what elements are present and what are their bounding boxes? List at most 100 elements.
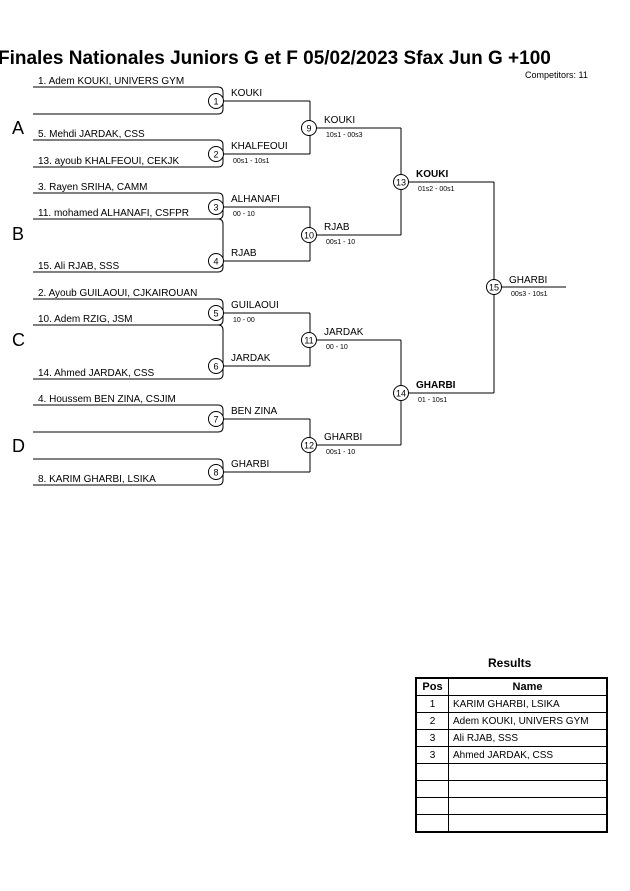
match-7-winner: BEN ZINA bbox=[231, 406, 277, 417]
match-11-winner: JARDAK bbox=[324, 327, 364, 338]
match-2-circle bbox=[208, 146, 224, 162]
competitor-5-bottom: 10. Adem RZIG, JSM bbox=[38, 314, 132, 325]
match-2-winner: KHALFEOUI bbox=[231, 141, 288, 152]
table-row bbox=[415, 780, 608, 798]
result-name: Adem KOUKI, UNIVERS GYM bbox=[448, 712, 608, 730]
competitor-4-bottom: 15. Ali RJAB, SSS bbox=[38, 261, 119, 272]
results-header-row: Pos Name bbox=[415, 677, 608, 696]
match-13-winner: KOUKI bbox=[416, 169, 448, 180]
competitor-1-top: 1. Adem KOUKI, UNIVERS GYM bbox=[38, 76, 184, 87]
match-10-score: 00s1 - 10 bbox=[326, 239, 355, 246]
match-15-winner: GHARBI bbox=[509, 275, 547, 286]
competitor-3-top: 3. Rayen SRIHA, CAMM bbox=[38, 182, 147, 193]
match-2-score: 00s1 - 10s1 bbox=[233, 158, 270, 165]
match-9-winner: KOUKI bbox=[324, 115, 355, 126]
match-4-number: 4 bbox=[213, 257, 218, 267]
table-row bbox=[415, 797, 608, 815]
match-12-number: 12 bbox=[304, 441, 314, 451]
result-name bbox=[448, 763, 608, 781]
match-1-circle bbox=[208, 93, 224, 109]
match-1-number: 1 bbox=[213, 97, 218, 107]
match-11-number: 11 bbox=[304, 336, 313, 346]
match-6-circle bbox=[208, 358, 224, 374]
match-2-number: 2 bbox=[213, 150, 218, 160]
page-title: Finales Nationales Juniors G et F 05/02/… bbox=[0, 48, 551, 69]
match-5-number: 5 bbox=[213, 309, 218, 319]
competitor-3-bottom: 11. mohamed ALHANAFI, CSFPR bbox=[38, 208, 189, 219]
result-pos bbox=[415, 780, 449, 798]
competitor-8-bottom: 8. KARIM GHARBI, LSIKA bbox=[38, 474, 156, 485]
match-7-number: 7 bbox=[213, 415, 218, 425]
competitor-6-bottom: 14. Ahmed JARDAK, CSS bbox=[38, 368, 154, 379]
table-row bbox=[415, 763, 608, 781]
match-4-bracket bbox=[33, 218, 224, 273]
pool-label-c: C bbox=[12, 330, 25, 350]
match-7-circle bbox=[208, 411, 224, 427]
match-8-circle bbox=[208, 464, 224, 480]
match-10-circle bbox=[301, 227, 317, 243]
results-title: Results bbox=[488, 656, 532, 670]
match-14-score: 01 - 10s1 bbox=[418, 397, 447, 404]
match-5-circle bbox=[208, 305, 224, 321]
result-name bbox=[448, 814, 608, 833]
name-column-header: Name bbox=[448, 677, 608, 696]
match-4-circle bbox=[208, 253, 224, 269]
match-10-winner: RJAB bbox=[324, 222, 350, 233]
match-4-winner: RJAB bbox=[231, 248, 257, 259]
match-14-circle bbox=[393, 385, 409, 401]
result-pos: 2 bbox=[415, 712, 449, 730]
match-14-winner: GHARBI bbox=[416, 380, 456, 391]
match-9-circle bbox=[301, 120, 317, 136]
match-9-number: 9 bbox=[306, 124, 311, 134]
pool-label-d: D bbox=[12, 436, 25, 456]
pool-label-b: B bbox=[12, 224, 24, 244]
match-3-circle bbox=[208, 199, 224, 215]
match-10-number: 10 bbox=[304, 231, 314, 241]
match-13-circle bbox=[393, 174, 409, 190]
result-name: Ahmed JARDAK, CSS bbox=[448, 746, 608, 764]
result-pos bbox=[415, 814, 449, 833]
result-pos bbox=[415, 763, 449, 781]
result-name bbox=[448, 780, 608, 798]
match-8-winner: GHARBI bbox=[231, 459, 269, 470]
match-13-score: 01s2 - 00s1 bbox=[418, 186, 455, 193]
pool-label-a: A bbox=[12, 118, 24, 138]
match-13-number: 13 bbox=[396, 178, 406, 188]
match-15-number: 15 bbox=[489, 283, 499, 293]
match-3-score: 00 - 10 bbox=[233, 211, 255, 218]
match-1-bracket bbox=[33, 86, 224, 115]
pos-column-header: Pos bbox=[415, 677, 449, 696]
bracket-labels: 1. Adem KOUKI, UNIVERS GYM KOUKI 1 5. Mehdi… bbox=[38, 76, 548, 485]
match-7-bracket bbox=[33, 404, 224, 433]
match-15-score: 00s3 - 10s1 bbox=[511, 291, 548, 298]
match-9-score: 10s1 - 00s3 bbox=[326, 132, 363, 139]
result-name: KARIM GHARBI, LSIKA bbox=[448, 695, 608, 713]
competitor-7-top: 4. Houssem BEN ZINA, CSJIM bbox=[38, 394, 176, 405]
match-8-number: 8 bbox=[213, 468, 218, 478]
match-12-score: 00s1 - 10 bbox=[326, 449, 355, 456]
match-11-circle bbox=[301, 332, 317, 348]
match-5-score: 10 - 00 bbox=[233, 317, 255, 324]
match-3-winner: ALHANAFI bbox=[231, 194, 280, 205]
result-name: Ali RJAB, SSS bbox=[448, 729, 608, 747]
result-pos bbox=[415, 797, 449, 815]
match-11-score: 00 - 10 bbox=[326, 344, 348, 351]
result-pos: 3 bbox=[415, 746, 449, 764]
bracket-lines bbox=[33, 86, 566, 486]
match-6-number: 6 bbox=[213, 362, 218, 372]
match-12-winner: GHARBI bbox=[324, 432, 362, 443]
match-12-circle bbox=[301, 437, 317, 453]
competitors-count: Competitors: 11 bbox=[525, 70, 588, 80]
match-6-winner: JARDAK bbox=[231, 353, 271, 364]
competitor-5-top: 2. Ayoub GUILAOUI, CJKAIROUAN bbox=[38, 288, 197, 299]
competitor-2-top: 5. Mehdi JARDAK, CSS bbox=[38, 129, 145, 140]
match-5-winner: GUILAOUI bbox=[231, 300, 279, 311]
match-15-circle bbox=[486, 279, 502, 295]
match-14-number: 14 bbox=[396, 389, 406, 399]
competitor-2-bottom: 13. ayoub KHALFEOUI, CEKJK bbox=[38, 156, 180, 167]
